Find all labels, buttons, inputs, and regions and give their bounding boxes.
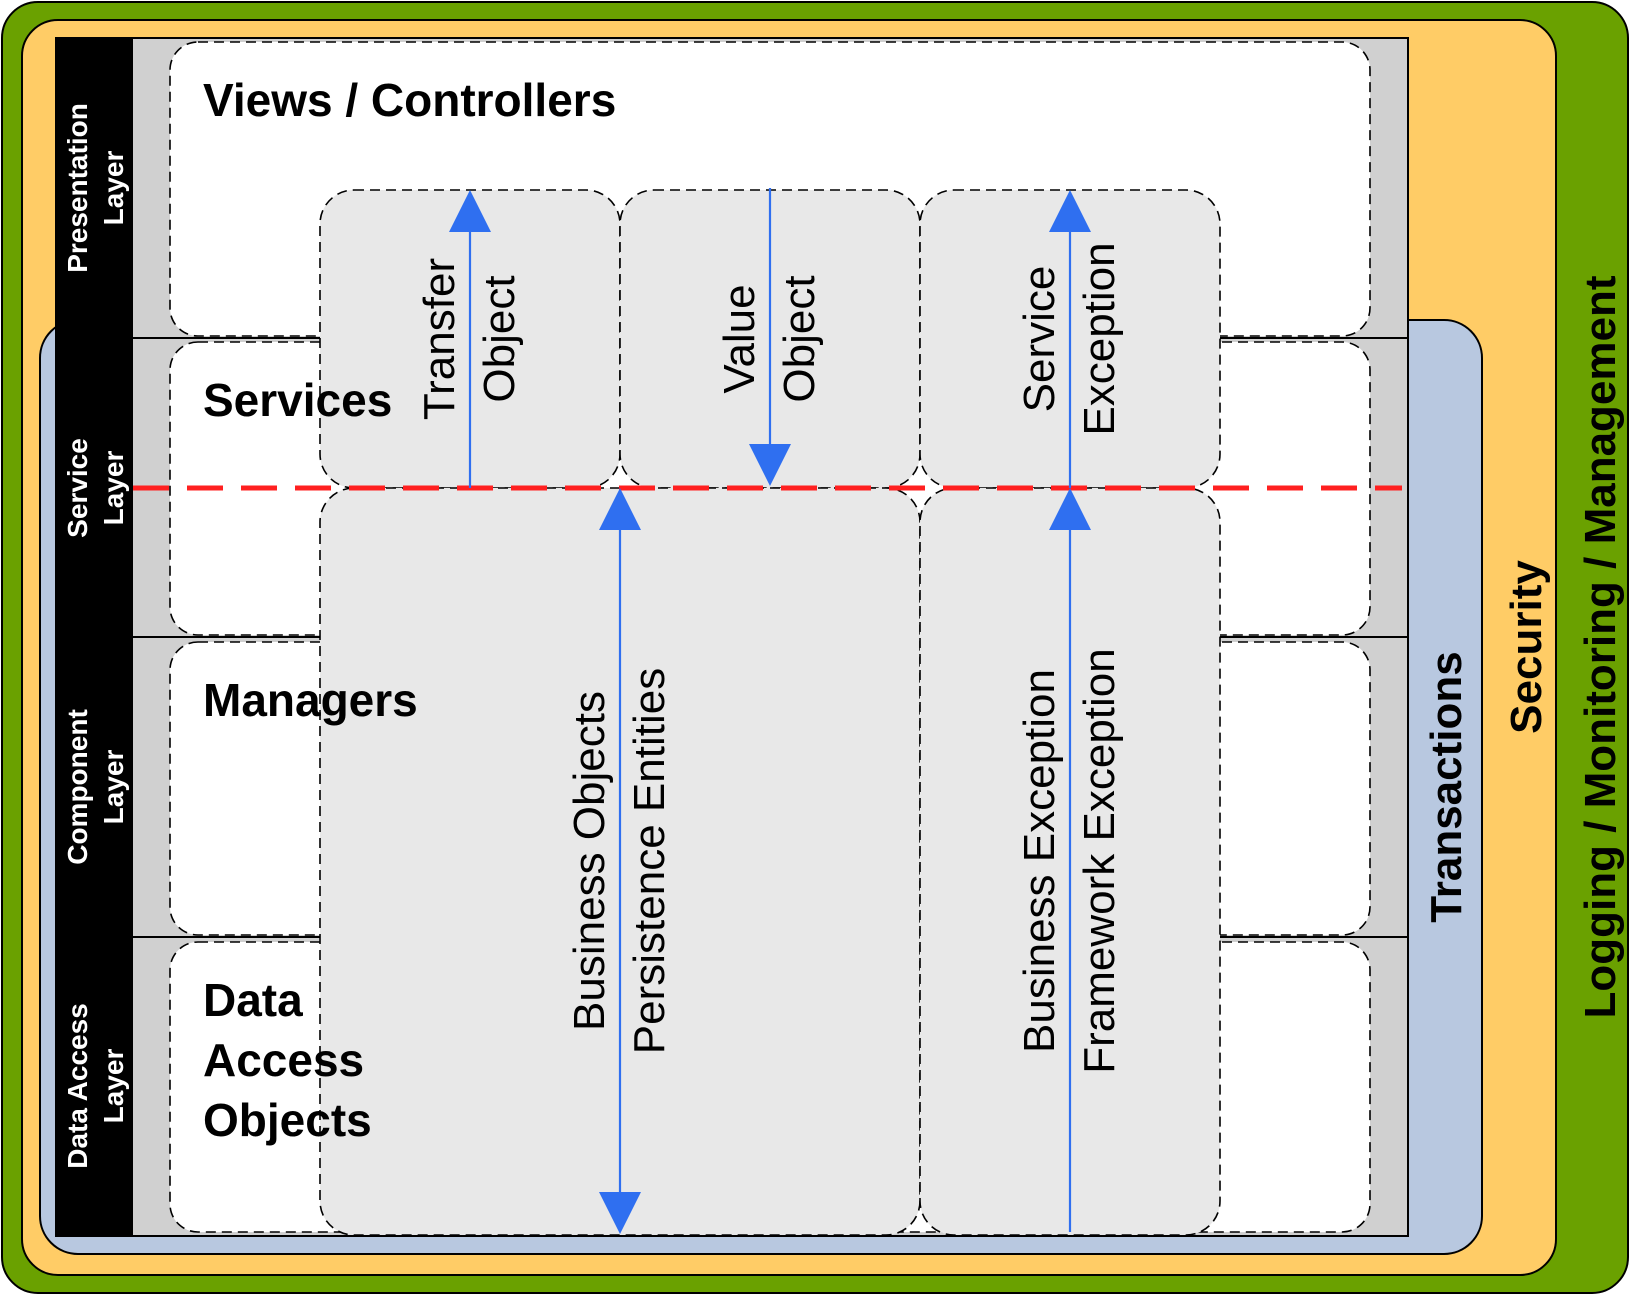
- svg-text:Framework Exception: Framework Exception: [1075, 648, 1124, 1073]
- svg-text:Object: Object: [775, 275, 824, 402]
- svg-text:Object: Object: [475, 275, 524, 402]
- svg-text:Layer: Layer: [98, 151, 129, 226]
- views-controllers-title: Views / Controllers: [203, 74, 616, 126]
- value-object-arrowhead-down-icon: [749, 444, 791, 486]
- service-exception-arrowhead-up-icon: [1049, 190, 1091, 232]
- layer-label-service: Service Layer: [62, 438, 129, 538]
- security-label: Security: [1502, 560, 1551, 734]
- business-objects-arrowhead-down-icon: [599, 1192, 641, 1234]
- layer-sidebar: [56, 38, 133, 1236]
- transactions-label: Transactions: [1422, 651, 1471, 922]
- data-access-objects-title-1: Data: [203, 974, 303, 1026]
- transfer-object-label: Transfer Object: [415, 258, 524, 420]
- business-objects-arrowhead-up-icon: [599, 488, 641, 530]
- svg-text:Layer: Layer: [98, 750, 129, 825]
- services-title: Services: [203, 374, 392, 426]
- svg-text:Service: Service: [1015, 266, 1064, 413]
- data-access-objects-title-3: Objects: [203, 1094, 372, 1146]
- layer-label-component: Component Layer: [62, 709, 129, 865]
- service-exception-label: Service Exception: [1015, 242, 1124, 435]
- svg-text:Presentation: Presentation: [62, 103, 93, 273]
- exceptions-arrowhead-up-icon: [1049, 488, 1091, 530]
- data-access-objects-title-2: Access: [203, 1034, 364, 1086]
- svg-text:Business Objects: Business Objects: [565, 691, 614, 1031]
- business-objects-label: Business Objects Persistence Entities: [565, 668, 674, 1054]
- svg-text:Component: Component: [62, 709, 93, 865]
- layer-label-data-access: Data Access Layer: [62, 1003, 129, 1169]
- transfer-object-arrowhead-up-icon: [449, 190, 491, 232]
- svg-text:Transfer: Transfer: [415, 258, 464, 420]
- svg-text:Layer: Layer: [98, 1049, 129, 1124]
- value-object-label: Value Object: [715, 275, 824, 402]
- svg-text:Data Access: Data Access: [62, 1003, 93, 1169]
- svg-text:Exception: Exception: [1075, 242, 1124, 435]
- managers-title: Managers: [203, 674, 418, 726]
- logging-monitoring-management-label: Logging / Monitoring / Management: [1576, 275, 1625, 1018]
- svg-text:Business Exception: Business Exception: [1015, 669, 1064, 1053]
- exceptions-label: Business Exception Framework Exception: [1015, 648, 1124, 1073]
- layer-label-presentation: Presentation Layer: [62, 103, 129, 273]
- svg-text:Persistence Entities: Persistence Entities: [625, 668, 674, 1054]
- svg-text:Layer: Layer: [98, 451, 129, 526]
- svg-text:Value: Value: [715, 284, 764, 393]
- svg-text:Service: Service: [62, 438, 93, 538]
